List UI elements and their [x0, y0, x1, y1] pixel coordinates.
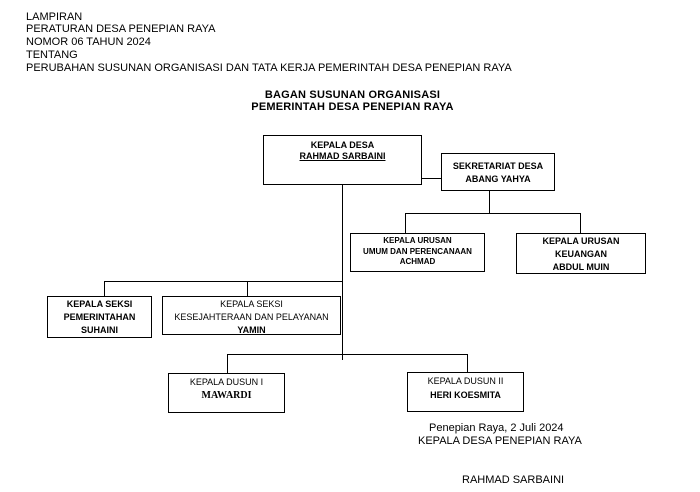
- sekretariat-name: ABANG YAHYA: [465, 174, 531, 184]
- box-kaur-umum: KEPALA URUSAN UMUM DAN PERENCANAAN ACHMA…: [350, 233, 485, 272]
- kaur-keuangan-drop: [580, 213, 581, 233]
- kaur-umum-drop: [405, 213, 406, 233]
- kaur-keuangan-role2: KEUANGAN: [554, 249, 607, 259]
- kasi-kesej-role1: KEPALA SEKSI: [220, 299, 283, 309]
- kaur-umum-role2: UMUM DAN PERENCANAAN: [363, 247, 472, 256]
- kaur-umum-role1: KEPALA URUSAN: [383, 236, 452, 245]
- kasi-pem-name: SUHAINI: [80, 325, 118, 335]
- header-line-nomor: NOMOR 06 TAHUN 2024: [26, 36, 151, 48]
- kadus-1-drop: [227, 354, 228, 373]
- kasi-horizontal-line: [104, 281, 342, 282]
- signature-place-date: Penepian Raya, 2 Juli 2024: [429, 422, 564, 434]
- chart-title-line2: PEMERINTAH DESA PENEPIAN RAYA: [251, 101, 454, 113]
- kasi-kesej-name: YAMIN: [237, 325, 266, 335]
- box-kadus-1: KEPALA DUSUN I MAWARDI: [168, 373, 285, 413]
- kaur-horizontal-line: [405, 213, 581, 214]
- chart-title-line1: BAGAN SUSUNAN ORGANISASI: [264, 89, 441, 101]
- kadus-2-name: HERI KOESMITA: [430, 390, 501, 400]
- box-kadus-2: KEPALA DUSUN II HERI KOESMITA: [407, 372, 524, 412]
- kadus-1-role: KEPALA DUSUN I: [189, 377, 264, 387]
- kadus-2-role: KEPALA DUSUN II: [427, 376, 504, 386]
- kadus-2-drop: [467, 354, 468, 372]
- kaur-umum-name: ACHMAD: [399, 257, 436, 266]
- kaur-keuangan-role1: KEPALA URUSAN: [542, 236, 620, 246]
- kasi-pem-drop: [104, 281, 105, 296]
- kasi-pem-role2: PEMERINTAHAN: [63, 312, 136, 322]
- box-kasi-kesejahteraan: KEPALA SEKSI KESEJAHTERAAN DAN PELAYANAN…: [162, 296, 341, 335]
- kasi-kesej-role2: KESEJAHTERAAN DAN PELAYANAN: [174, 312, 329, 322]
- kadus-horizontal-line: [227, 354, 468, 355]
- box-kaur-keuangan: KEPALA URUSAN KEUANGAN ABDUL MUIN: [516, 233, 646, 274]
- kaur-keuangan-name: ABDUL MUIN: [552, 262, 610, 272]
- signature-name: RAHMAD SARBAINI: [462, 474, 565, 486]
- kepala-desa-name: RAHMAD SARBAINI: [299, 151, 386, 161]
- box-kepala-desa: KEPALA DESA RAHMAD SARBAINI: [263, 135, 422, 185]
- sekretariat-connector: [421, 178, 441, 179]
- box-sekretariat: SEKRETARIAT DESA ABANG YAHYA: [441, 153, 555, 191]
- kadus-1-name: MAWARDI: [201, 390, 252, 401]
- sekretariat-role: SEKRETARIAT DESA: [452, 161, 544, 171]
- kepala-desa-role: KEPALA DESA: [310, 140, 375, 150]
- header-line-lampiran: LAMPIRAN: [26, 11, 83, 23]
- kasi-pem-role1: KEPALA SEKSI: [66, 299, 133, 309]
- main-vertical-line: [342, 184, 343, 360]
- signature-position: KEPALA DESA PENEPIAN RAYA: [418, 435, 582, 447]
- box-kasi-pemerintahan: KEPALA SEKSI PEMERINTAHAN SUHAINI: [47, 296, 152, 338]
- header-line-peraturan: PERATURAN DESA PENEPIAN RAYA: [26, 23, 216, 35]
- kasi-kesej-drop: [247, 281, 248, 296]
- header-line-subject: PERUBAHAN SUSUNAN ORGANISASI DAN TATA KE…: [26, 62, 512, 74]
- sekretariat-down-line: [489, 191, 490, 213]
- header-line-tentang: TENTANG: [26, 49, 78, 61]
